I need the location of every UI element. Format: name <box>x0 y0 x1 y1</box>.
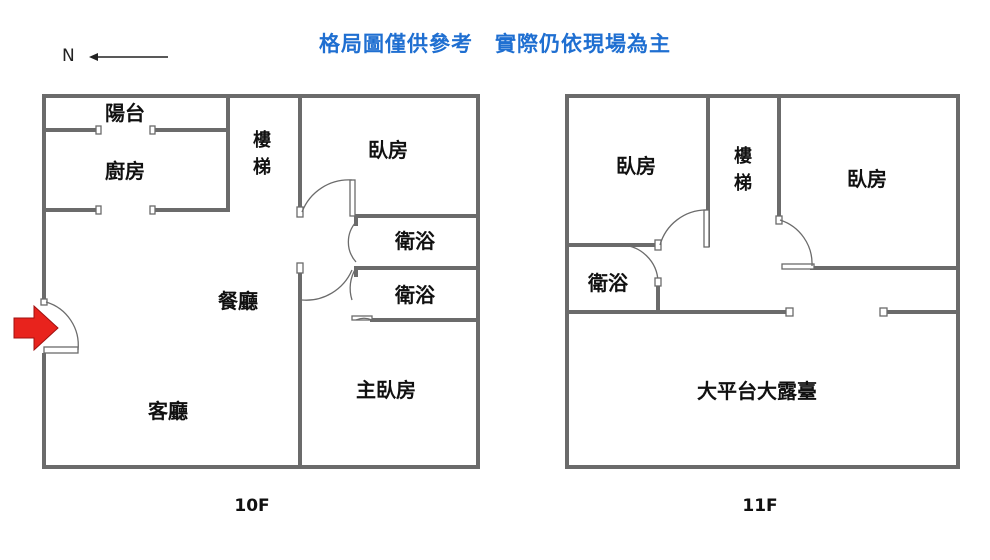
room-11f-terrace: 大平台大露臺 <box>697 379 817 403</box>
floor-label-10f: 10F <box>234 496 270 516</box>
north-arrow-icon <box>89 53 168 61</box>
entry-arrow-icon <box>13 304 59 352</box>
room-10f-master-bedroom: 主臥房 <box>356 378 416 402</box>
room-11f-stairs-top: 樓 <box>734 145 752 167</box>
north-label: N <box>62 46 75 66</box>
room-11f-stairs-bottom: 梯 <box>734 172 752 194</box>
floor-label-11f: 11F <box>742 496 778 516</box>
floor-10f-doors <box>40 125 373 354</box>
room-10f-stairs-bottom: 梯 <box>253 156 271 178</box>
floor-10f-plan <box>42 94 480 469</box>
room-11f-bedroom-right: 臥房 <box>847 167 887 191</box>
room-11f-bedroom-left: 臥房 <box>616 154 656 178</box>
room-10f-dining: 餐廳 <box>218 289 258 313</box>
room-10f-bathroom-1: 衛浴 <box>394 229 436 253</box>
room-10f-living: 客廳 <box>147 399 188 423</box>
floor-11f-doors <box>619 209 888 317</box>
room-11f-bathroom: 衛浴 <box>587 271 629 295</box>
room-10f-kitchen: 廚房 <box>105 159 145 183</box>
room-10f-bedroom: 臥房 <box>368 138 408 162</box>
north-indicator: N <box>62 46 75 66</box>
room-10f-stairs-top: 樓 <box>253 129 271 151</box>
room-10f-balcony: 陽台 <box>105 101 145 125</box>
room-10f-bathroom-2: 衛浴 <box>394 283 436 307</box>
page-title: 格局圖僅供參考 實際仍依現場為主 <box>319 32 671 56</box>
